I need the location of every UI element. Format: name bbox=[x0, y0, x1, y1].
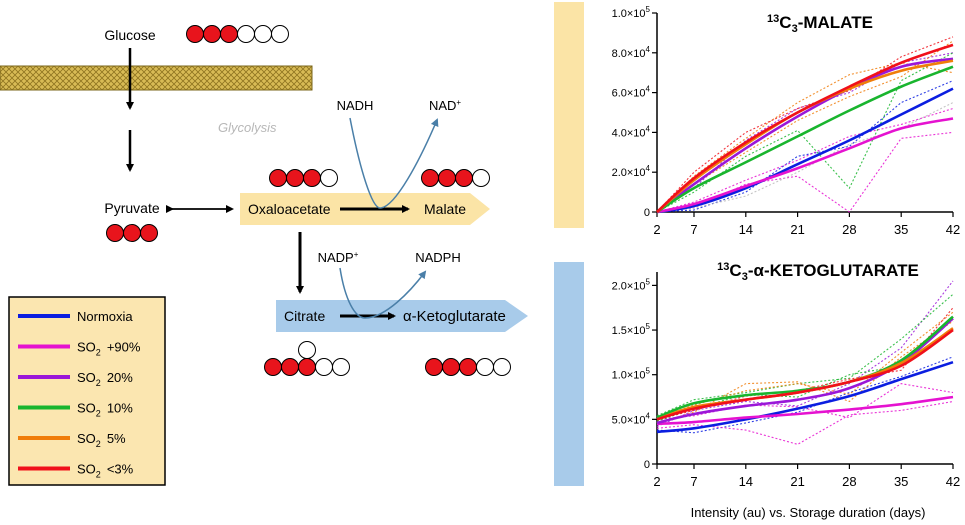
y-tick-label: 5.0×104 bbox=[612, 411, 651, 426]
x-tick-label: 7 bbox=[690, 222, 697, 237]
y-tick-label: 1.5×105 bbox=[612, 322, 651, 337]
series-line bbox=[656, 65, 954, 214]
nadp-cofactor-arrow bbox=[339, 267, 427, 319]
series-line bbox=[656, 360, 954, 434]
series-line bbox=[656, 315, 954, 419]
x-tick-label: 42 bbox=[946, 474, 960, 489]
nadph-label: NADPH bbox=[415, 250, 461, 265]
x-tick-label: 35 bbox=[894, 474, 908, 489]
cell-membrane bbox=[0, 65, 313, 91]
replicate-line bbox=[656, 356, 954, 434]
oxaloacetate-label: Oxaloacetate bbox=[248, 201, 331, 217]
legend-label: SO2<3% bbox=[77, 462, 134, 480]
chart-title: 13C3-MALATE bbox=[767, 13, 873, 35]
x-tick-label: 2 bbox=[653, 222, 660, 237]
malate-chart: 0 2.0×104 4.0×104 6.0×104 8.0×104 1.0×105 2 7 14… bbox=[612, 5, 961, 237]
replicate-line bbox=[656, 320, 954, 424]
malate-carbons bbox=[421, 169, 490, 187]
x-tick-label: 28 bbox=[842, 474, 856, 489]
chart-title: 13C3-α-KETOGLUTARATE bbox=[717, 261, 919, 283]
replicate-line bbox=[656, 102, 954, 213]
replicate-line bbox=[656, 80, 954, 213]
series-line bbox=[656, 43, 954, 213]
x-tick-label: 21 bbox=[790, 474, 804, 489]
series-line bbox=[656, 328, 954, 421]
replicate-line bbox=[656, 307, 954, 420]
y-tick-label: 0 bbox=[644, 459, 650, 471]
akg-color-bar bbox=[554, 262, 584, 486]
replicate-line bbox=[656, 107, 954, 213]
akg-band bbox=[276, 300, 528, 332]
akg-chart: 0 5.0×104 1.0×105 1.5×105 2.0×105 2 7 14 21 28 35 4… bbox=[612, 261, 961, 489]
replicate-line bbox=[656, 280, 954, 427]
akg-label: α-Ketoglutarate bbox=[403, 308, 506, 325]
series-line bbox=[656, 395, 954, 426]
x-tick-label: 42 bbox=[946, 222, 960, 237]
malate-label: Malate bbox=[424, 201, 466, 217]
series-line bbox=[656, 87, 954, 214]
y-tick-label: 2.0×104 bbox=[612, 164, 651, 179]
nadp-label: NADP+ bbox=[318, 250, 359, 265]
nadh-label: NADH bbox=[337, 98, 374, 113]
y-tick-label: 2.0×105 bbox=[612, 277, 651, 292]
y-tick-label: 8.0×104 bbox=[612, 45, 651, 60]
citrate-carbons bbox=[264, 341, 350, 376]
pyruvate-label: Pyruvate bbox=[104, 200, 159, 216]
glucose-label: Glucose bbox=[104, 27, 156, 43]
legend-box bbox=[8, 296, 166, 486]
replicate-line bbox=[656, 400, 954, 445]
x-tick-label: 7 bbox=[690, 474, 697, 489]
series-line bbox=[656, 57, 954, 214]
series-line bbox=[656, 117, 954, 214]
akg-carbons bbox=[425, 358, 511, 376]
x-tick-label: 35 bbox=[894, 222, 908, 237]
replicate-line bbox=[656, 383, 954, 420]
y-tick-label: 1.0×105 bbox=[612, 5, 651, 20]
glucose-carbons bbox=[186, 25, 289, 43]
x-tick-label: 14 bbox=[739, 474, 753, 489]
x-tick-label: 14 bbox=[739, 222, 753, 237]
citrate-label: Citrate bbox=[284, 308, 325, 324]
x-tick-label: 2 bbox=[653, 474, 660, 489]
pathway-diagram: Glucose Glycolysis Pyruvate Oxaloacetate… bbox=[0, 25, 528, 376]
replicate-line bbox=[656, 36, 954, 213]
glycolysis-label: Glycolysis bbox=[218, 120, 277, 135]
y-tick-label: 6.0×104 bbox=[612, 85, 651, 100]
y-tick-label: 4.0×104 bbox=[612, 124, 651, 139]
malate-color-bar bbox=[554, 2, 584, 228]
x-axis-label: Intensity (au) vs. Storage duration (day… bbox=[691, 505, 926, 520]
x-tick-label: 28 bbox=[842, 222, 856, 237]
nadh-cofactor-arrow bbox=[349, 117, 439, 209]
nad-label: NAD+ bbox=[429, 98, 461, 113]
pyruvate-carbons bbox=[106, 224, 158, 242]
oxaloacetate-carbons bbox=[269, 169, 338, 187]
y-tick-label: 1.0×105 bbox=[612, 367, 651, 382]
legend-label: SO2+90% bbox=[77, 340, 141, 358]
replicate-line bbox=[656, 62, 954, 213]
x-tick-label: 21 bbox=[790, 222, 804, 237]
replicate-line bbox=[656, 40, 954, 213]
y-tick-label: 0 bbox=[644, 207, 650, 219]
legend-label: Normoxia bbox=[77, 309, 133, 324]
replicate-line bbox=[656, 311, 954, 419]
